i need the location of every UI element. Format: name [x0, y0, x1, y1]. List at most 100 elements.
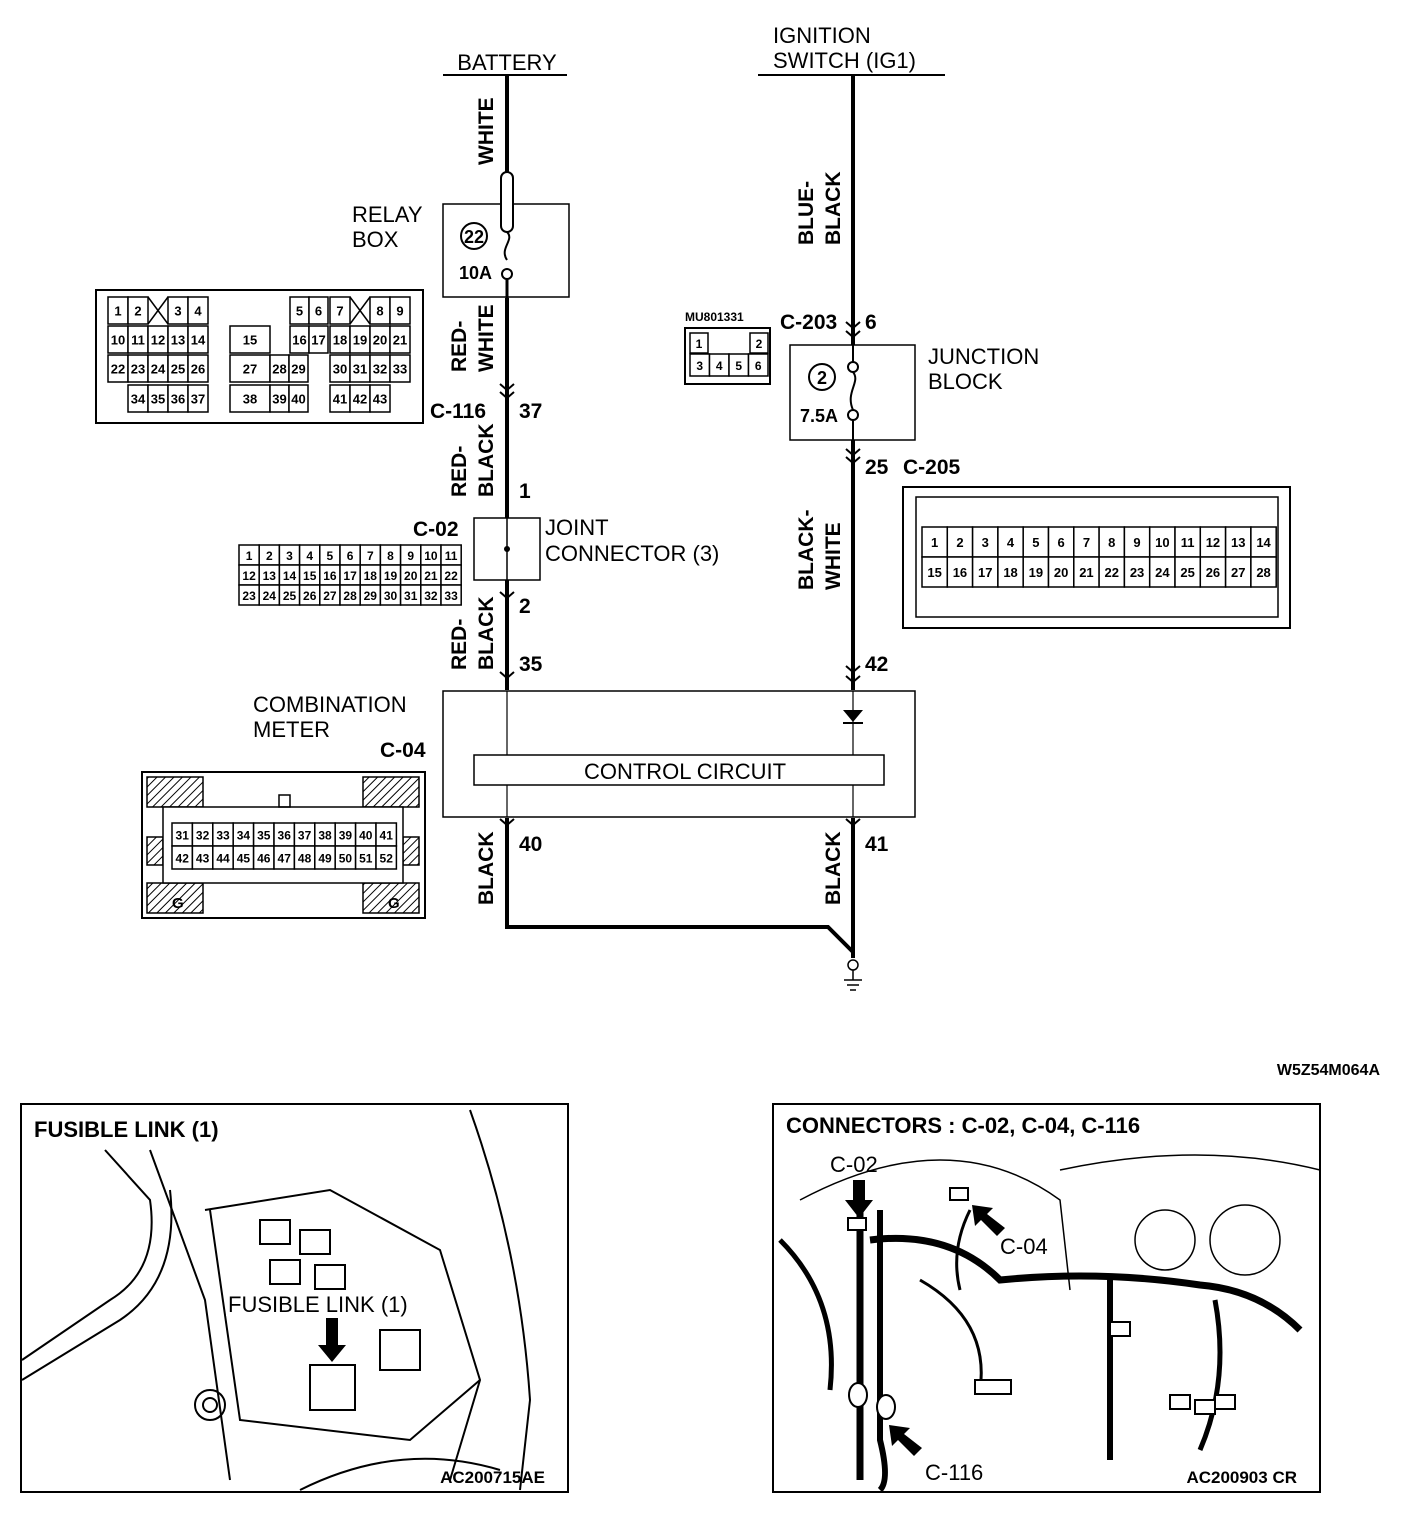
relay-connector-pin: 6 — [308, 296, 329, 325]
svg-text:28: 28 — [272, 362, 286, 377]
svg-text:13: 13 — [171, 333, 185, 348]
svg-text:32: 32 — [424, 589, 438, 603]
svg-text:2: 2 — [956, 535, 963, 550]
svg-text:6: 6 — [315, 304, 322, 319]
svg-text:24: 24 — [263, 589, 277, 603]
c205-connector-pin: 1 — [921, 526, 949, 558]
relay-connector-pin: 13 — [167, 325, 189, 354]
relay-connector-pin: 4 — [187, 296, 209, 325]
svg-text:23: 23 — [131, 362, 145, 377]
relay-box-label-1: RELAY — [352, 202, 423, 227]
c205-connector-pin: 17 — [971, 556, 999, 588]
c02-connector-pin: 22 — [440, 564, 462, 586]
c205-connector-outline — [902, 486, 1291, 629]
svg-text:36: 36 — [171, 392, 185, 407]
svg-text:38: 38 — [243, 392, 257, 407]
connectors-panel-c116: C-116 — [925, 1460, 983, 1485]
svg-text:20: 20 — [1054, 565, 1068, 580]
fuse-number-circle — [808, 363, 836, 391]
wire-color-red-white-2: WHITE — [475, 304, 498, 372]
svg-text:3: 3 — [286, 549, 293, 563]
c02-connector-pin: 10 — [420, 544, 442, 566]
c205-pin: 25 — [865, 456, 889, 479]
relay-connector-pin: 2 — [127, 296, 149, 325]
svg-text:46: 46 — [257, 852, 271, 866]
svg-text:8: 8 — [376, 304, 383, 319]
svg-text:43: 43 — [196, 852, 210, 866]
svg-text:25: 25 — [171, 362, 185, 377]
c205-connector-pin: 25 — [1174, 556, 1202, 588]
relay-connector-pin: 25 — [167, 354, 189, 383]
svg-text:5: 5 — [296, 304, 303, 319]
ground-icon — [844, 959, 862, 991]
c04-connector-pin: 32 — [191, 822, 214, 847]
connector-chevron — [499, 591, 515, 600]
connector-chevron — [845, 456, 861, 465]
c203-connector-pin: 4 — [708, 353, 730, 377]
c02-connector-pin: 27 — [319, 584, 341, 606]
c205-connector-pin: 7 — [1073, 526, 1100, 558]
c02-connector-pin: 30 — [379, 584, 402, 606]
svg-text:20: 20 — [404, 569, 418, 583]
svg-text:12: 12 — [242, 569, 256, 583]
svg-text:20: 20 — [373, 333, 387, 348]
relay-connector-pin: 30 — [329, 354, 351, 383]
c02-connector-pin: 31 — [399, 584, 422, 606]
c205-connector-pin: 19 — [1022, 556, 1050, 588]
svg-text:30: 30 — [384, 589, 398, 603]
svg-text:36: 36 — [278, 829, 292, 843]
wire-color-red-white-1: RED- — [448, 321, 471, 372]
c205-connector-pin: 22 — [1098, 556, 1126, 588]
c04-ground-left: G — [172, 895, 184, 912]
fusible-link-panel: FUSIBLE LINK (1) FUSIBLE LINK (1) AC2007… — [20, 1103, 569, 1493]
c205-connector-pin: 6 — [1047, 526, 1075, 558]
svg-text:3: 3 — [174, 304, 181, 319]
c02-connector-pin: 5 — [319, 544, 341, 566]
fuse-number-circle — [460, 222, 488, 250]
c02-connector-pin: 9 — [399, 544, 422, 566]
svg-text:25: 25 — [283, 589, 297, 603]
svg-text:19: 19 — [1029, 565, 1043, 580]
c205-connector-pin: 18 — [997, 556, 1024, 588]
fusible-panel-code: AC200715AE — [440, 1468, 545, 1487]
relay-connector-pin: 32 — [369, 354, 391, 383]
svg-text:14: 14 — [1256, 535, 1271, 550]
svg-text:4: 4 — [716, 359, 723, 373]
svg-text:40: 40 — [291, 392, 305, 407]
svg-text:23: 23 — [1130, 565, 1144, 580]
svg-text:4: 4 — [194, 304, 202, 319]
c205-connector-pin: 14 — [1250, 526, 1277, 558]
c205-connector-pin: 20 — [1047, 556, 1075, 588]
c205-connector-pin: 11 — [1174, 526, 1202, 558]
c02-connector-pin: 6 — [339, 544, 361, 566]
c203-label: C-203 — [780, 311, 837, 334]
c04-connector-pin: 35 — [252, 822, 275, 847]
relay-connector-pin: 21 — [389, 325, 411, 354]
svg-text:33: 33 — [444, 589, 458, 603]
relay-connector-pin: 39 — [269, 384, 290, 413]
relay-connector-pin: 10 — [107, 325, 129, 354]
relay-connector-pin: 24 — [147, 354, 169, 383]
svg-text:49: 49 — [318, 852, 332, 866]
relay-connector-pin: 38 — [229, 384, 271, 413]
svg-text:48: 48 — [298, 852, 312, 866]
svg-text:27: 27 — [243, 362, 257, 377]
unused-pin-x-icon — [349, 296, 371, 325]
relay-connector-pin: 36 — [167, 384, 189, 413]
svg-text:19: 19 — [384, 569, 398, 583]
c04-connector-pin: 33 — [212, 822, 234, 847]
c04-connector-pin: 38 — [314, 822, 336, 847]
svg-text:22: 22 — [1105, 565, 1119, 580]
wire-color-red-black-4: BLACK — [475, 597, 498, 671]
c02-connector-pin: 33 — [440, 584, 462, 606]
c04-connector-pin: 36 — [273, 822, 296, 847]
arrow-c116-icon — [889, 1425, 922, 1456]
c02-connector-pin: 14 — [278, 564, 301, 586]
c04-connector-pin: 47 — [273, 845, 296, 870]
c02-connector-pin: 16 — [319, 564, 341, 586]
c04-connector-pin: 48 — [293, 845, 316, 870]
fusible-panel-callout: FUSIBLE LINK (1) — [228, 1292, 408, 1317]
connector-chevron — [499, 671, 515, 680]
relay-connector-pin: 5 — [289, 296, 310, 325]
